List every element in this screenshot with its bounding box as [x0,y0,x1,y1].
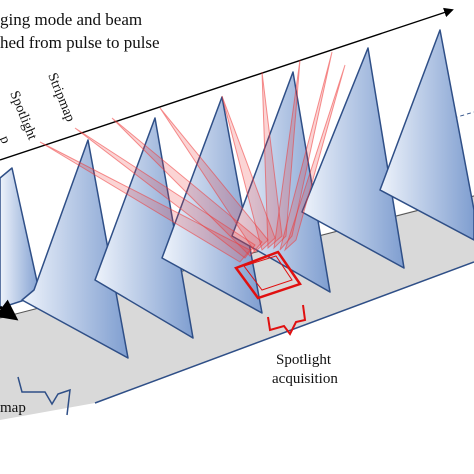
ground-edge-bottom [94,261,474,404]
beam-wedge [301,47,405,269]
mode-label-stripmap: Stripmap [44,71,77,124]
swath-bracket [17,376,71,416]
spotlight-footprint [234,250,302,300]
spotlight-beams [39,51,346,263]
flight-track-arrow [0,7,454,161]
header-text-line2: hed from pulse to pulse [0,33,160,52]
bottom-left-label: map [0,400,26,416]
beam-wedge [161,96,263,314]
header-text-line1: ging mode and beam [0,10,142,29]
mode-label-partial: p [0,134,13,146]
beam-wedge [379,29,474,241]
ground-swath [0,195,474,420]
spotlight-footprint-inner [243,255,293,291]
beam-wedge [0,167,41,309]
direction-arrow [0,299,19,321]
spotlight-bracket [267,304,307,336]
spotlight-acquisition-line1: Spotlight [276,352,332,368]
spotlight-acquisition-line2: acquisition [272,371,338,387]
